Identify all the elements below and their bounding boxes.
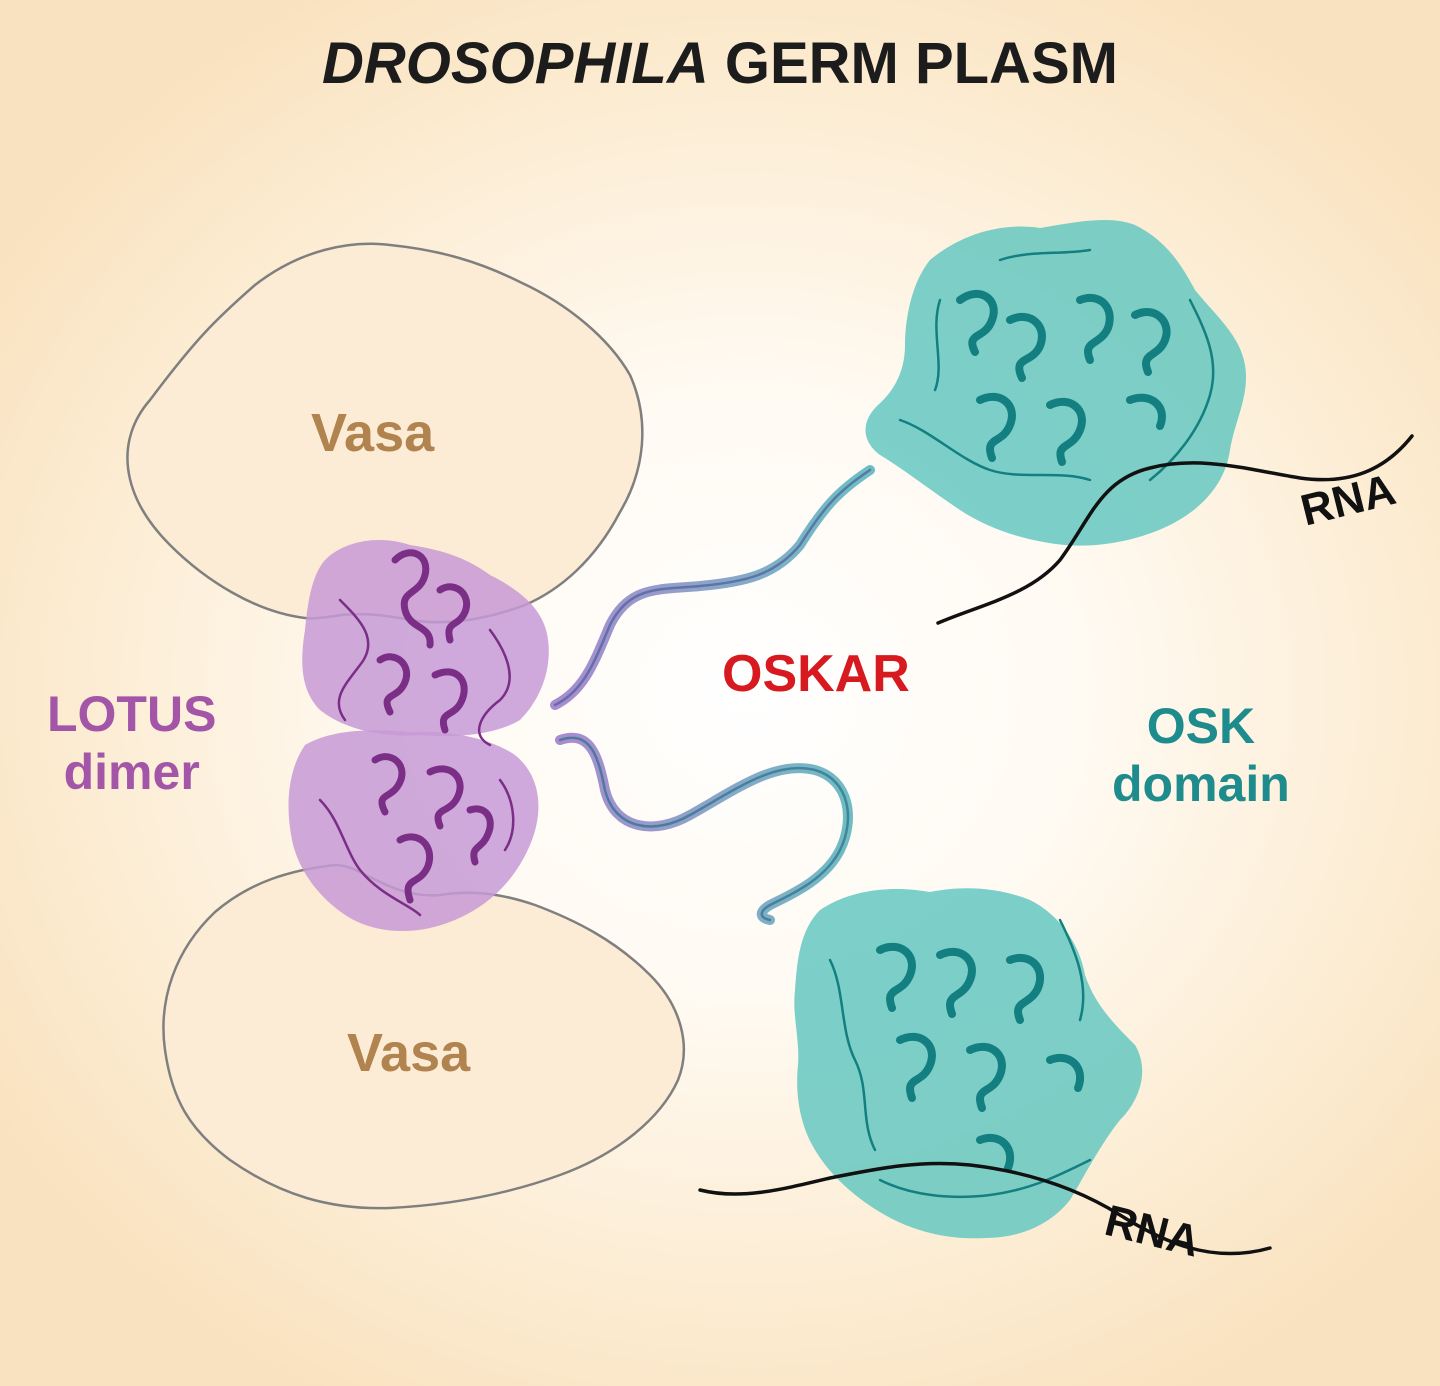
title-italic: DROSOPHILA — [322, 31, 709, 96]
osk-bottom-surface — [794, 888, 1143, 1239]
vasa-bottom-label: Vasa — [347, 1023, 471, 1083]
lotus-surface-bottom — [288, 730, 539, 932]
lotus-label-line2: dimer — [63, 743, 200, 800]
title-rest: GERM PLASM — [708, 31, 1118, 96]
linker-top-core — [553, 468, 872, 707]
oskar-label: OSKAR — [722, 645, 910, 703]
lotus-dimer-structure — [288, 540, 549, 932]
vasa-top-label: Vasa — [311, 403, 435, 463]
lotus-label-line1: LOTUS — [47, 686, 217, 742]
lotus-dimer-label: LOTUS dimer — [47, 686, 216, 801]
osk-domain-bottom-structure — [794, 888, 1143, 1239]
osk-label-line1: OSK — [1146, 698, 1256, 754]
figure-title: DROSOPHILA GERM PLASM — [0, 30, 1440, 97]
linker-bottom-core — [558, 736, 850, 922]
osk-top-surface — [865, 219, 1247, 546]
rna-top-strand — [936, 434, 1414, 625]
osk-domain-label: OSK domain — [1112, 698, 1290, 813]
linker-bottom — [555, 733, 853, 925]
osk-domain-top-structure — [865, 219, 1247, 546]
osk-label-line2: domain — [1112, 755, 1290, 812]
lotus-surface-top — [302, 540, 549, 737]
rna-bottom-strand — [698, 1161, 1272, 1256]
